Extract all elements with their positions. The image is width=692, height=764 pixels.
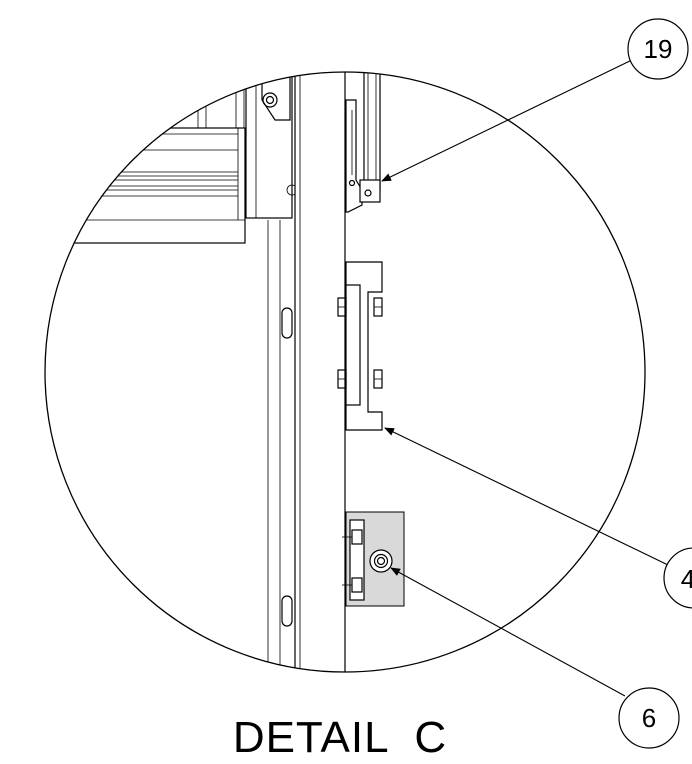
balloon-6[interactable]: 6 [618, 687, 680, 749]
balloon-6-label: 6 [642, 703, 656, 733]
detail-circle [44, 71, 646, 673]
vertical-post [267, 72, 346, 672]
balloon-4-label: 4 [681, 564, 692, 594]
mounting-plate [342, 511, 405, 607]
clamp-bracket [337, 261, 383, 431]
balloon-4[interactable]: 4 [663, 547, 692, 609]
hinge-bracket [245, 72, 298, 219]
balloon-19-label: 19 [644, 34, 673, 64]
balloon-19[interactable]: 19 [627, 18, 689, 80]
horizontal-rail [45, 72, 246, 244]
leader-6 [390, 567, 626, 697]
leader-4 [384, 427, 669, 566]
leader-19 [381, 57, 637, 182]
detail-title: DETAIL C [233, 713, 447, 762]
detail-geometry [45, 72, 405, 672]
latch-assembly [345, 72, 381, 213]
